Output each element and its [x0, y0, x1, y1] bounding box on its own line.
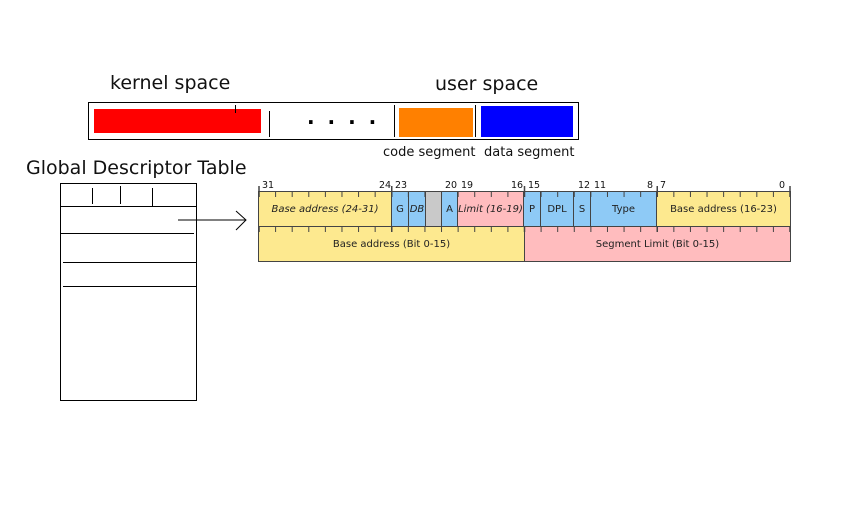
bit-number: 31 [262, 180, 275, 191]
field-limit-0-15: Segment Limit (Bit 0-15) [525, 227, 790, 261]
field-base-24-31: Base address (24-31) [259, 192, 392, 226]
arrow-icon [178, 210, 247, 231]
memory-strip: . . . . [88, 102, 579, 140]
data-segment-label: data segment [484, 145, 575, 160]
field-p: P [524, 192, 541, 226]
bit-number: 15 [528, 180, 541, 191]
bit-number: 20 [445, 180, 458, 191]
gdt-entry-mark [92, 188, 93, 204]
code-segment-label: code segment [383, 145, 476, 160]
data-segment-block [481, 106, 573, 137]
bit-number: 11 [594, 180, 607, 191]
field-dpl: DPL [541, 192, 574, 226]
field-a: A [442, 192, 458, 226]
gdt-entry-mark [120, 186, 121, 204]
gdt-row-line [63, 262, 196, 263]
gdt-entry-mark [152, 188, 153, 206]
gdt-table [60, 183, 197, 401]
field-db: DB [409, 192, 426, 226]
gdt-row-line [61, 206, 196, 207]
field-base-0-15: Base address (Bit 0-15) [259, 227, 525, 261]
bit-number: 12 [578, 180, 591, 191]
kernel-space-block [94, 109, 261, 133]
bit-number: 23 [395, 180, 408, 191]
bit-number: 8 [647, 180, 654, 191]
field-g: G [392, 192, 409, 226]
ellipsis: . . . . [307, 105, 380, 129]
segment-divider [475, 105, 476, 137]
bit-number: 0 [779, 180, 786, 191]
bit-number: 7 [660, 180, 667, 191]
kernel-divider [269, 111, 270, 137]
gdt-row-line [61, 233, 194, 234]
field-type: Type [591, 192, 657, 226]
field-s: S [574, 192, 591, 226]
kernel-space-label: kernel space [110, 72, 231, 94]
kernel-tick [235, 105, 236, 113]
code-segment-block [399, 108, 473, 137]
bit-number: 19 [461, 180, 474, 191]
field-base-16-23: Base address (16-23) [657, 192, 790, 226]
bit-number: 24 [379, 180, 392, 191]
field-reserved [426, 192, 442, 226]
gdt-title: Global Descriptor Table [26, 157, 247, 179]
gdt-row-line [63, 286, 196, 287]
user-divider [394, 105, 395, 137]
user-space-label: user space [435, 73, 539, 95]
bit-number: 16 [511, 180, 524, 191]
field-limit-16-19: Limit (16-19) [458, 192, 524, 226]
